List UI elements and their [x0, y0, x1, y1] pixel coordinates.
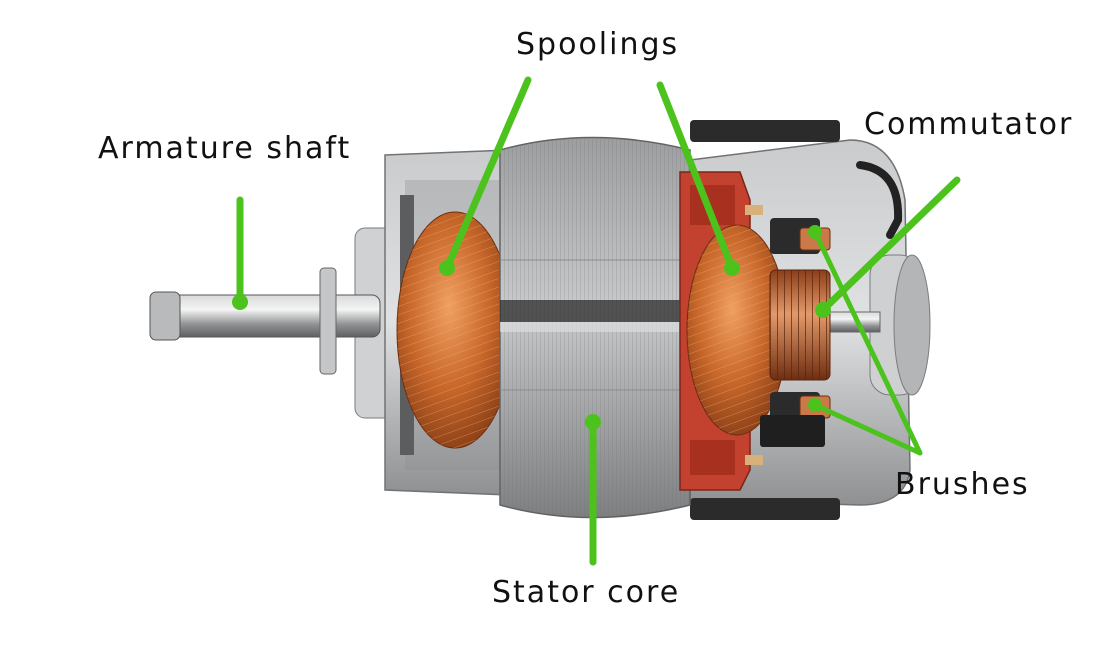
label-armature-shaft: Armature shaft: [98, 131, 352, 166]
label-stator-core: Stator core: [492, 575, 681, 610]
label-commutator: Commutator: [864, 107, 1074, 142]
leader-commutator: [819, 176, 961, 314]
dot-brushes-lower: [808, 398, 822, 412]
leader-lines: [236, 76, 961, 566]
dot-spoolings-right: [724, 260, 740, 276]
leader-spoolings-right: [656, 81, 736, 272]
dot-commutator: [815, 302, 831, 318]
label-spoolings: Spoolings: [516, 27, 680, 62]
label-brushes: Brushes: [895, 467, 1030, 502]
leader-spoolings-left: [443, 76, 532, 272]
commutator: [769, 269, 831, 381]
stator-core: [499, 136, 691, 519]
dot-brushes-upper: [808, 225, 822, 239]
leader-brushes-upper: [812, 229, 923, 456]
brush-lower: [760, 392, 831, 447]
leader-brushes-lower: [812, 402, 923, 456]
dot-armature-shaft: [232, 294, 248, 310]
dot-stator-core: [585, 414, 601, 430]
dot-spoolings-left: [439, 260, 455, 276]
leader-dots: [232, 225, 831, 430]
